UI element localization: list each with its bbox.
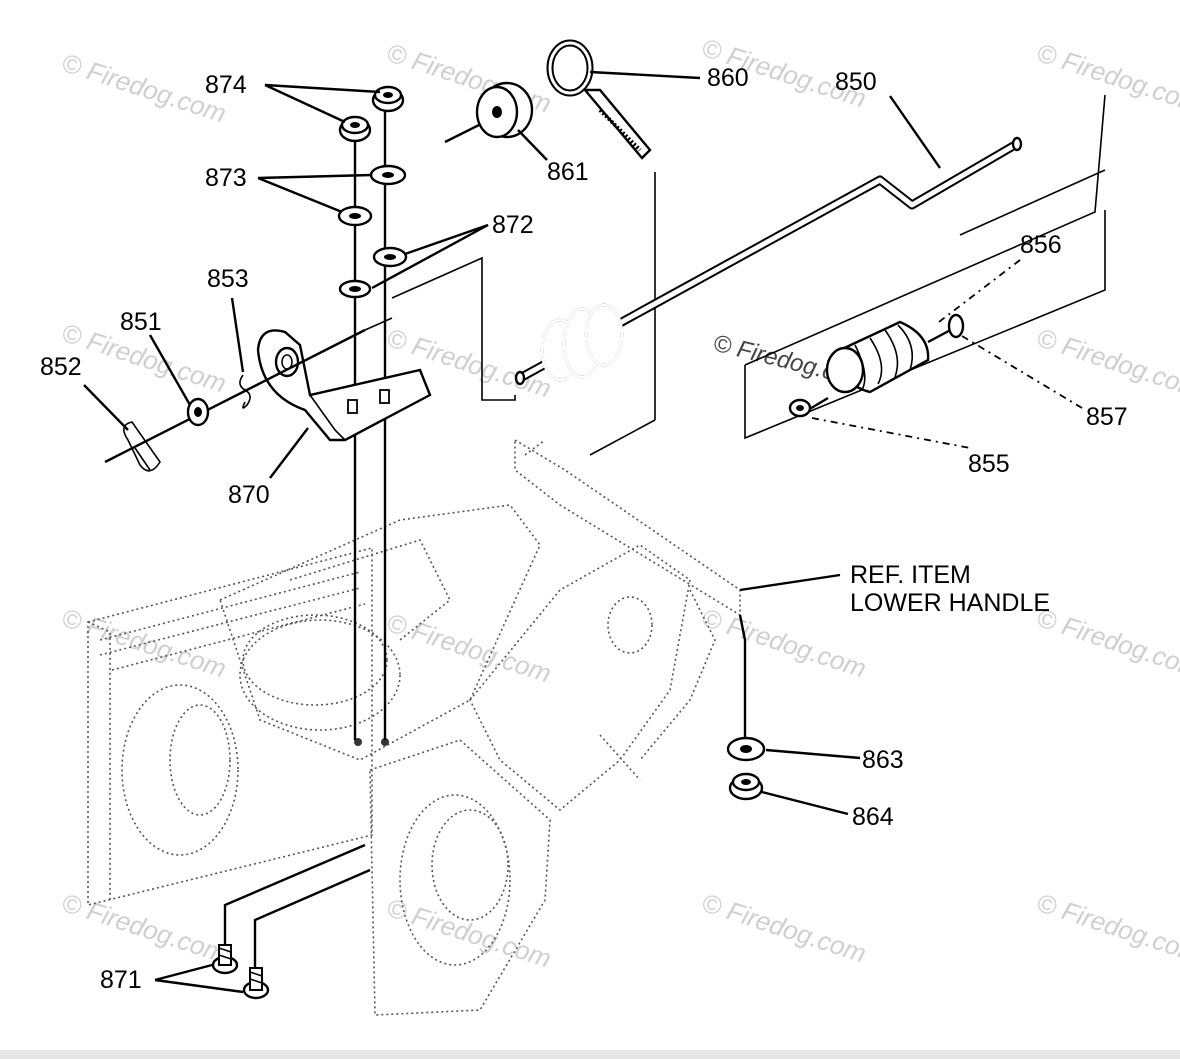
bolt-871-a (211, 944, 239, 975)
label-872: 872 (492, 211, 534, 239)
spring-856 (807, 320, 961, 412)
label-873: 873 (205, 164, 247, 192)
page-bottom-edge (0, 1050, 1180, 1059)
washer-873-b (337, 205, 373, 227)
label-857: 857 (1086, 403, 1128, 431)
label-850: 850 (835, 68, 877, 96)
label-852: 852 (40, 353, 82, 381)
shift-rod-850 (514, 136, 1023, 386)
watermark: © Firedog.com (58, 887, 230, 968)
hairpin-clip-852 (123, 421, 161, 472)
watermark: © Firedog.com (1033, 887, 1180, 968)
washer-851 (186, 397, 210, 427)
reference-note-line2: LOWER HANDLE (850, 589, 1050, 617)
washer-857 (947, 313, 965, 339)
nut-874-b (371, 85, 405, 113)
washer-872-a (372, 246, 408, 268)
washer-873-a (369, 164, 407, 186)
pin-axis (104, 328, 366, 464)
label-856: 856 (1020, 231, 1062, 259)
washer-863 (726, 736, 766, 762)
bolt-871-b (242, 967, 270, 1000)
label-855: 855 (968, 450, 1010, 478)
watermark: © Firedog.com (698, 602, 870, 683)
label-851: 851 (120, 308, 162, 336)
label-870: 870 (228, 481, 270, 509)
watermark: © Firedog.com (383, 892, 555, 973)
label-874: 874 (205, 71, 247, 99)
clip-853 (239, 374, 251, 409)
leader-lines (83, 70, 1083, 994)
watermark: © Firedog.com (383, 607, 555, 688)
label-861: 861 (547, 158, 589, 186)
assembly-outline (364, 94, 1106, 456)
watermark: © Firedog.com (698, 887, 870, 968)
label-871: 871 (100, 966, 142, 994)
washer-872-b (338, 279, 372, 299)
washer-855 (788, 398, 812, 418)
label-860: 860 (707, 64, 749, 92)
reference-note: REF. ITEM LOWER HANDLE (850, 561, 1050, 617)
fastener-axes (223, 108, 747, 968)
spacer-wheel-861 (444, 81, 534, 144)
bracket-870 (256, 329, 432, 442)
part-labels: 874 873 872 860 861 850 853 851 852 870 … (40, 64, 1128, 994)
nut-864 (728, 772, 764, 801)
label-853: 853 (207, 265, 249, 293)
reference-note-line1: REF. ITEM (850, 561, 971, 589)
label-863: 863 (862, 746, 904, 774)
watermark: © Firedog.com (1033, 602, 1180, 683)
watermark: © Firedog.com (1033, 37, 1180, 118)
rod-spring (540, 303, 624, 382)
label-864: 864 (852, 803, 894, 831)
nut-874-a (338, 115, 372, 143)
eye-bolt-860 (546, 39, 652, 160)
